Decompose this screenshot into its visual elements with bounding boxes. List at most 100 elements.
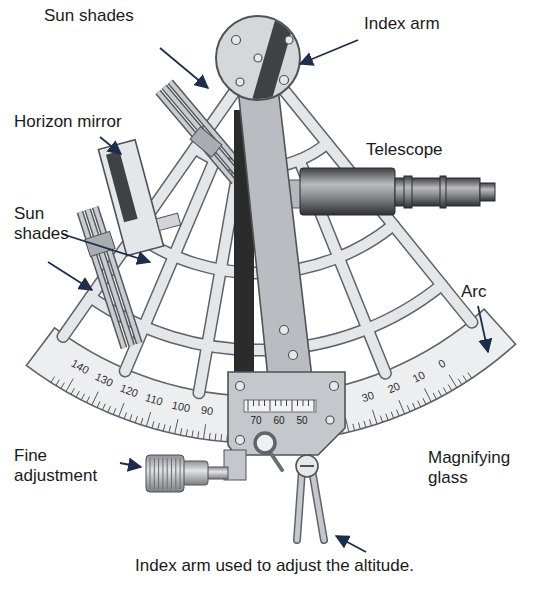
scale-tick — [407, 405, 410, 411]
shade-bar — [158, 92, 234, 182]
screw — [289, 351, 298, 360]
screw — [236, 436, 245, 445]
screw-slot — [300, 465, 314, 467]
telescope-ring — [440, 176, 446, 208]
scale-tick — [141, 418, 143, 425]
part-label: Arc — [461, 282, 487, 302]
scale-tick — [186, 429, 187, 436]
telescope-eyepiece — [480, 183, 495, 201]
leader-arrow — [48, 262, 92, 290]
scale-tick — [66, 379, 73, 392]
scale-number: 100 — [171, 399, 191, 414]
scale-tick — [423, 398, 426, 404]
index-mirror-glass — [252, 10, 296, 106]
part-label: Index arm — [364, 14, 440, 34]
vernier-tick — [281, 400, 282, 406]
lever-prong — [297, 470, 302, 540]
lever-prong — [312, 470, 324, 540]
magnifying-glass — [255, 433, 282, 470]
vernier-scale — [244, 400, 316, 412]
scale-number: 140 — [69, 358, 90, 377]
vernier-tick — [292, 400, 293, 411]
scale-tick — [51, 377, 55, 383]
leader-arrow — [62, 234, 150, 262]
scale-number: 120 — [118, 382, 139, 399]
scale-tick — [372, 410, 377, 424]
scale-tick — [76, 391, 79, 397]
scale-tick — [433, 393, 436, 399]
part-label: Telescope — [366, 140, 443, 160]
fine-adjustment-knob — [146, 450, 246, 492]
scale-tick — [418, 401, 421, 407]
knurl-line — [180, 458, 181, 489]
vernier-tick — [270, 400, 271, 411]
knurl-line — [150, 458, 151, 489]
magnifier-ring — [255, 433, 275, 453]
vernier-tick — [297, 400, 298, 406]
frame-outline — [199, 166, 239, 393]
scale-tick — [399, 400, 405, 414]
horizon-mirror — [98, 134, 184, 256]
screw — [280, 326, 289, 335]
knurl-line — [167, 458, 168, 489]
scale-tick — [135, 416, 137, 423]
scale-tick — [163, 424, 165, 431]
lever-screw — [296, 455, 318, 477]
screw — [236, 382, 245, 391]
screw — [236, 78, 244, 86]
scale-number: 10 — [411, 369, 427, 384]
scale-tick — [424, 388, 431, 401]
part-label: Magnifying glass — [428, 448, 536, 489]
part-label: Fine adjustment — [14, 446, 114, 487]
knob-collar — [182, 461, 208, 485]
scale-tick — [113, 408, 116, 414]
scale-tick — [369, 419, 371, 426]
scale-tick — [71, 388, 74, 394]
lever-prong — [297, 470, 302, 540]
screw — [232, 36, 241, 45]
vernier-tick — [253, 400, 254, 406]
screw — [280, 76, 289, 85]
scale-tick — [358, 422, 360, 429]
scale-tick — [353, 424, 355, 431]
scale-number: 30 — [361, 390, 376, 404]
scale-tick — [119, 403, 124, 417]
vernier-plate — [228, 372, 345, 455]
shade-bar-edge — [158, 92, 234, 182]
scale-tick — [220, 434, 222, 441]
clamp-lever — [296, 455, 324, 540]
knob-body — [146, 455, 184, 492]
upper-sun-shades — [158, 82, 246, 182]
shade-bar — [164, 87, 240, 177]
scale-tick — [192, 430, 193, 437]
scale-tick — [203, 424, 205, 439]
scale-number: 90 — [201, 405, 215, 418]
scale-tick — [209, 433, 211, 440]
scale-tick — [152, 421, 154, 428]
scale-tick — [198, 431, 199, 438]
scale-number: 20 — [386, 381, 402, 396]
telescope-tube — [300, 168, 395, 215]
screw — [254, 54, 262, 62]
leader-arrow — [478, 306, 488, 352]
scale-tick — [130, 414, 132, 421]
scale-tick — [124, 412, 126, 419]
vernier-tick — [264, 400, 265, 406]
scale-tick — [102, 404, 105, 410]
scale-number: 110 — [144, 392, 164, 408]
scale-tick — [97, 401, 100, 407]
leader-arrow — [100, 137, 121, 154]
knurl-line — [175, 458, 176, 489]
scale-tick — [345, 418, 349, 433]
knob-rod — [206, 467, 228, 479]
scale-tick — [169, 426, 171, 433]
part-label: Sun shades — [44, 6, 134, 26]
scale-tick — [87, 396, 90, 402]
vernier-number: 60 — [273, 416, 284, 426]
vernier-tick — [314, 400, 315, 411]
screw — [285, 36, 293, 44]
telescope — [282, 168, 495, 215]
scale-tick — [412, 403, 415, 409]
scale-tick — [463, 376, 467, 382]
scale-tick — [175, 419, 178, 434]
